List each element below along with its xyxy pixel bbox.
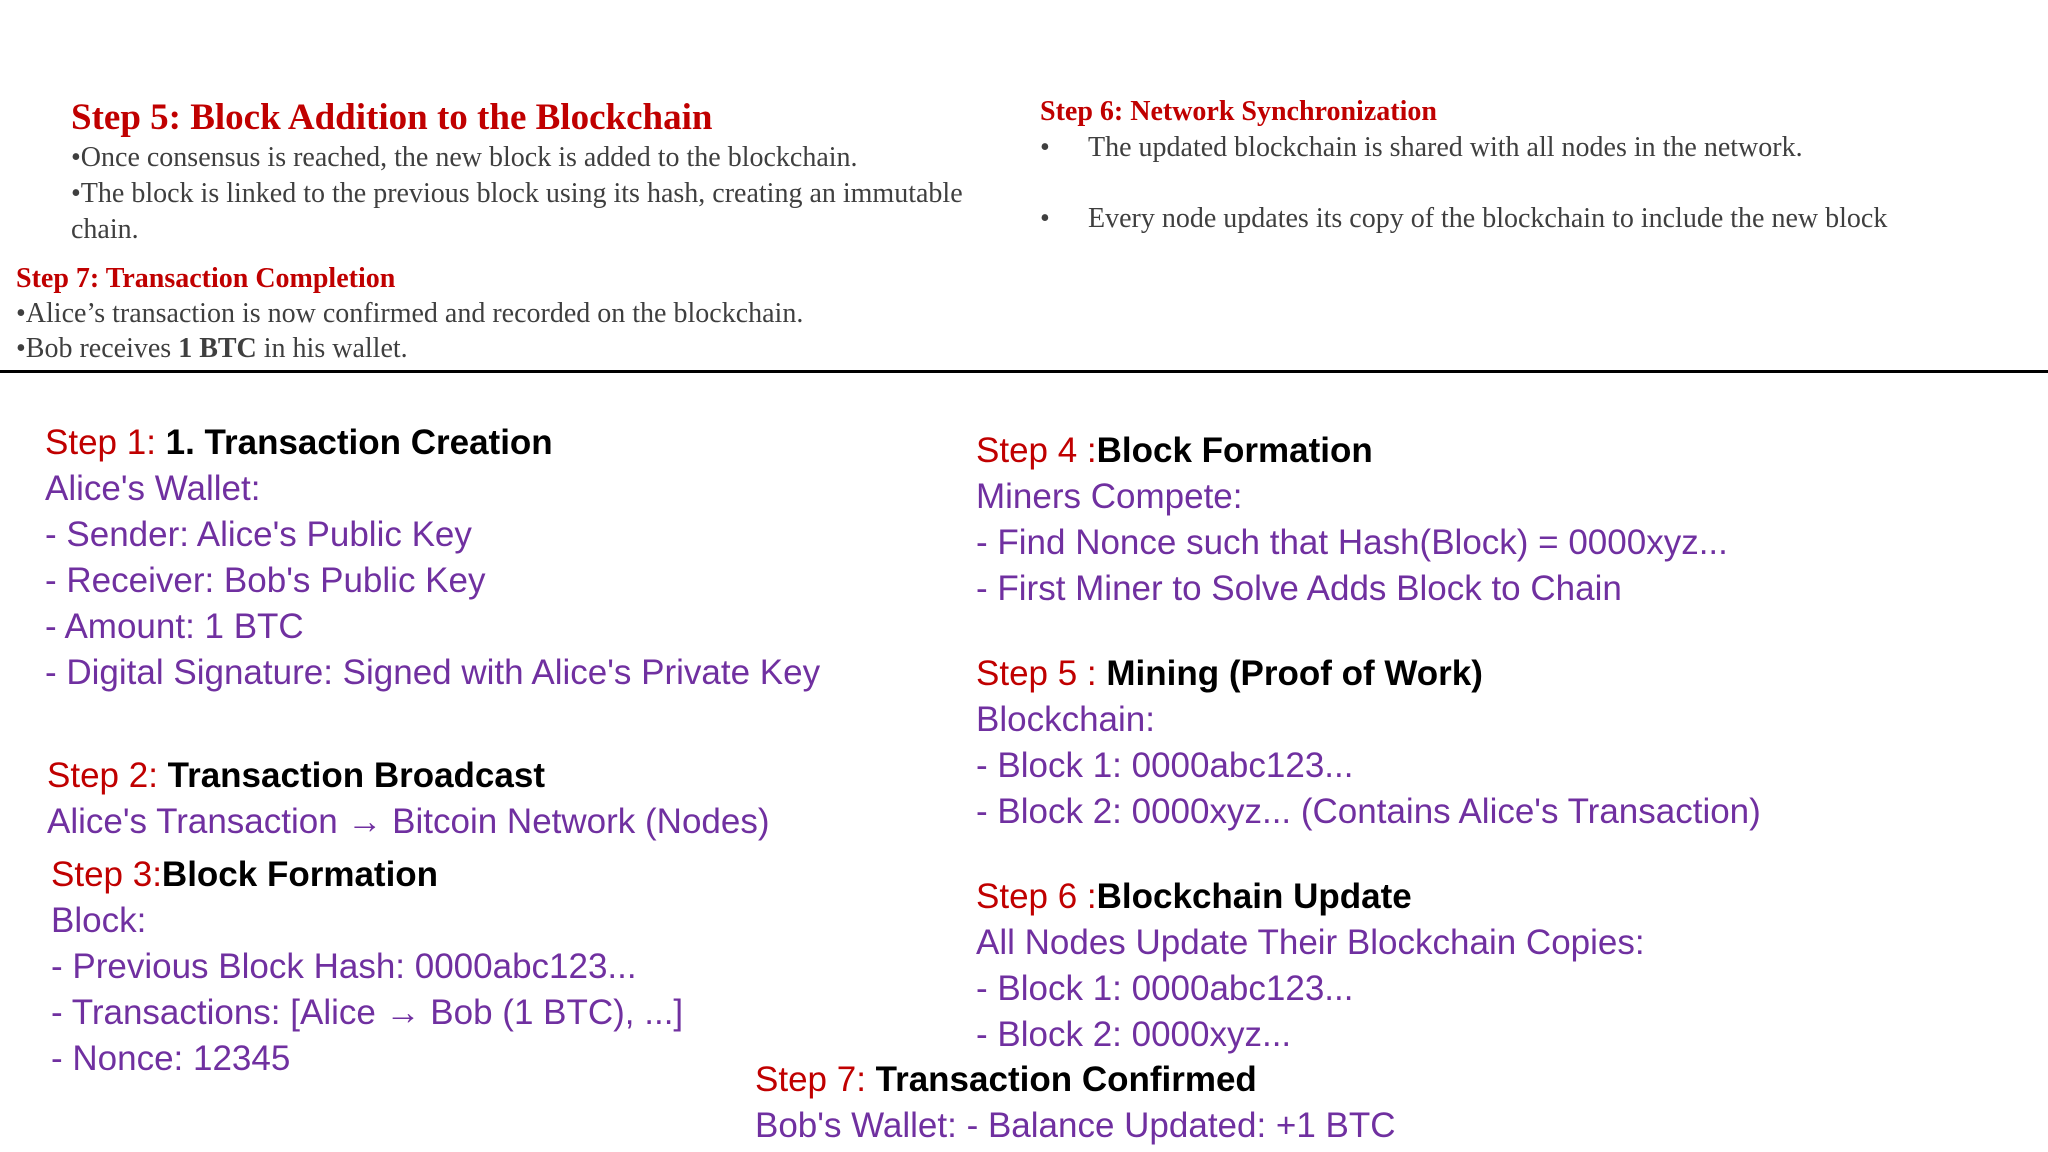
top-step5-heading: Step 5: Block Addition to the Blockchain — [71, 97, 713, 138]
step1-heading: Step 1: 1. Transaction Creation — [45, 420, 820, 466]
step5-line: - Block 1: 0000abc123... — [976, 746, 1354, 785]
step5-block: Step 5 : Mining (Proof of Work) Blockcha… — [976, 651, 1761, 835]
step6-line: All Nodes Update Their Blockchain Copies… — [976, 923, 1645, 962]
step6-line: - Block 2: 0000xyz... — [976, 1015, 1292, 1054]
step3-line: - Transactions: [Alice → Bob (1 BTC), ..… — [51, 993, 684, 1032]
step1-line: - Amount: 1 BTC — [45, 607, 304, 646]
section-divider — [0, 370, 2048, 373]
top-step6-bullet-icon-2: • — [1040, 203, 1050, 234]
top-step5-bullet-1: •Once consensus is reached, the new bloc… — [71, 142, 858, 173]
step3-line: - Previous Block Hash: 0000abc123... — [51, 947, 637, 986]
step7-block: Step 7: Transaction Confirmed Bob's Wall… — [755, 1057, 1396, 1149]
step3-line: - Nonce: 12345 — [51, 1039, 291, 1078]
step3-block: Step 3:Block Formation Block: - Previous… — [51, 852, 683, 1082]
step4-line: - Find Nonce such that Hash(Block) = 000… — [976, 523, 1728, 562]
step4-title: Block Formation — [1096, 431, 1373, 470]
step5-title: Mining (Proof of Work) — [1106, 654, 1483, 693]
step5-line: - Block 2: 0000xyz... (Contains Alice's … — [976, 792, 1761, 831]
step3-line: Block: — [51, 901, 147, 940]
top-step5-bullet-2-cont: chain. — [71, 214, 139, 245]
top-step6-bullet-1: The updated blockchain is shared with al… — [1088, 132, 1803, 163]
step2-block: Step 2: Transaction Broadcast Alice's Tr… — [47, 753, 770, 845]
top-step7-bullet-2-pre: •Bob receives — [16, 333, 179, 364]
top-step7-bullet-2-bold: 1 BTC — [178, 333, 257, 364]
step4-block: Step 4 :Block Formation Miners Compete: … — [976, 428, 1728, 612]
step6-heading: Step 6 :Blockchain Update — [976, 874, 1645, 920]
step1-block: Step 1: 1. Transaction Creation Alice's … — [45, 420, 820, 696]
step1-line: - Digital Signature: Signed with Alice's… — [45, 653, 821, 692]
step6-title: Blockchain Update — [1096, 877, 1412, 916]
step2-title: Transaction Broadcast — [167, 756, 545, 795]
step6-line: - Block 1: 0000abc123... — [976, 969, 1354, 1008]
step5-line: Blockchain: — [976, 700, 1155, 739]
step4-label: Step 4 : — [976, 431, 1097, 470]
step6-block: Step 6 :Blockchain Update All Nodes Upda… — [976, 874, 1645, 1058]
top-step7-bullet-1: •Alice’s transaction is now confirmed an… — [16, 298, 804, 329]
step2-label: Step 2: — [47, 756, 168, 795]
step6-label: Step 6 : — [976, 877, 1097, 916]
top-step6-heading: Step 6: Network Synchronization — [1040, 96, 1437, 127]
step4-line: - First Miner to Solve Adds Block to Cha… — [976, 569, 1622, 608]
step7-heading: Step 7: Transaction Confirmed — [755, 1057, 1396, 1103]
step1-line: - Receiver: Bob's Public Key — [45, 561, 486, 600]
step4-heading: Step 4 :Block Formation — [976, 428, 1728, 474]
step2-heading: Step 2: Transaction Broadcast — [47, 753, 770, 799]
step1-label: Step 1: — [45, 423, 166, 462]
step5-heading: Step 5 : Mining (Proof of Work) — [976, 651, 1761, 697]
top-step6-bullet-icon-1: • — [1040, 132, 1050, 163]
step5-label: Step 5 : — [976, 654, 1107, 693]
step7-line: Bob's Wallet: - Balance Updated: +1 BTC — [755, 1106, 1396, 1145]
step1-line: - Sender: Alice's Public Key — [45, 515, 472, 554]
top-step5-bullet-2: •The block is linked to the previous blo… — [71, 178, 963, 209]
step7-title: Transaction Confirmed — [875, 1060, 1257, 1099]
top-step6-bullet-2: Every node updates its copy of the block… — [1088, 203, 1888, 234]
step1-line: Alice's Wallet: — [45, 469, 261, 508]
step3-title: Block Formation — [161, 855, 439, 894]
step7-label: Step 7: — [755, 1060, 876, 1099]
top-step7-heading: Step 7: Transaction Completion — [16, 263, 396, 294]
top-step7-bullet-2-post: in his wallet. — [256, 333, 408, 364]
step3-label: Step 3: — [51, 855, 162, 894]
step4-line: Miners Compete: — [976, 477, 1243, 516]
step1-title: 1. Transaction Creation — [165, 423, 553, 462]
step2-line: Alice's Transaction → Bitcoin Network (N… — [47, 802, 770, 841]
top-step7-bullet-2: •Bob receives 1 BTC in his wallet. — [16, 333, 408, 365]
step3-heading: Step 3:Block Formation — [51, 852, 683, 898]
